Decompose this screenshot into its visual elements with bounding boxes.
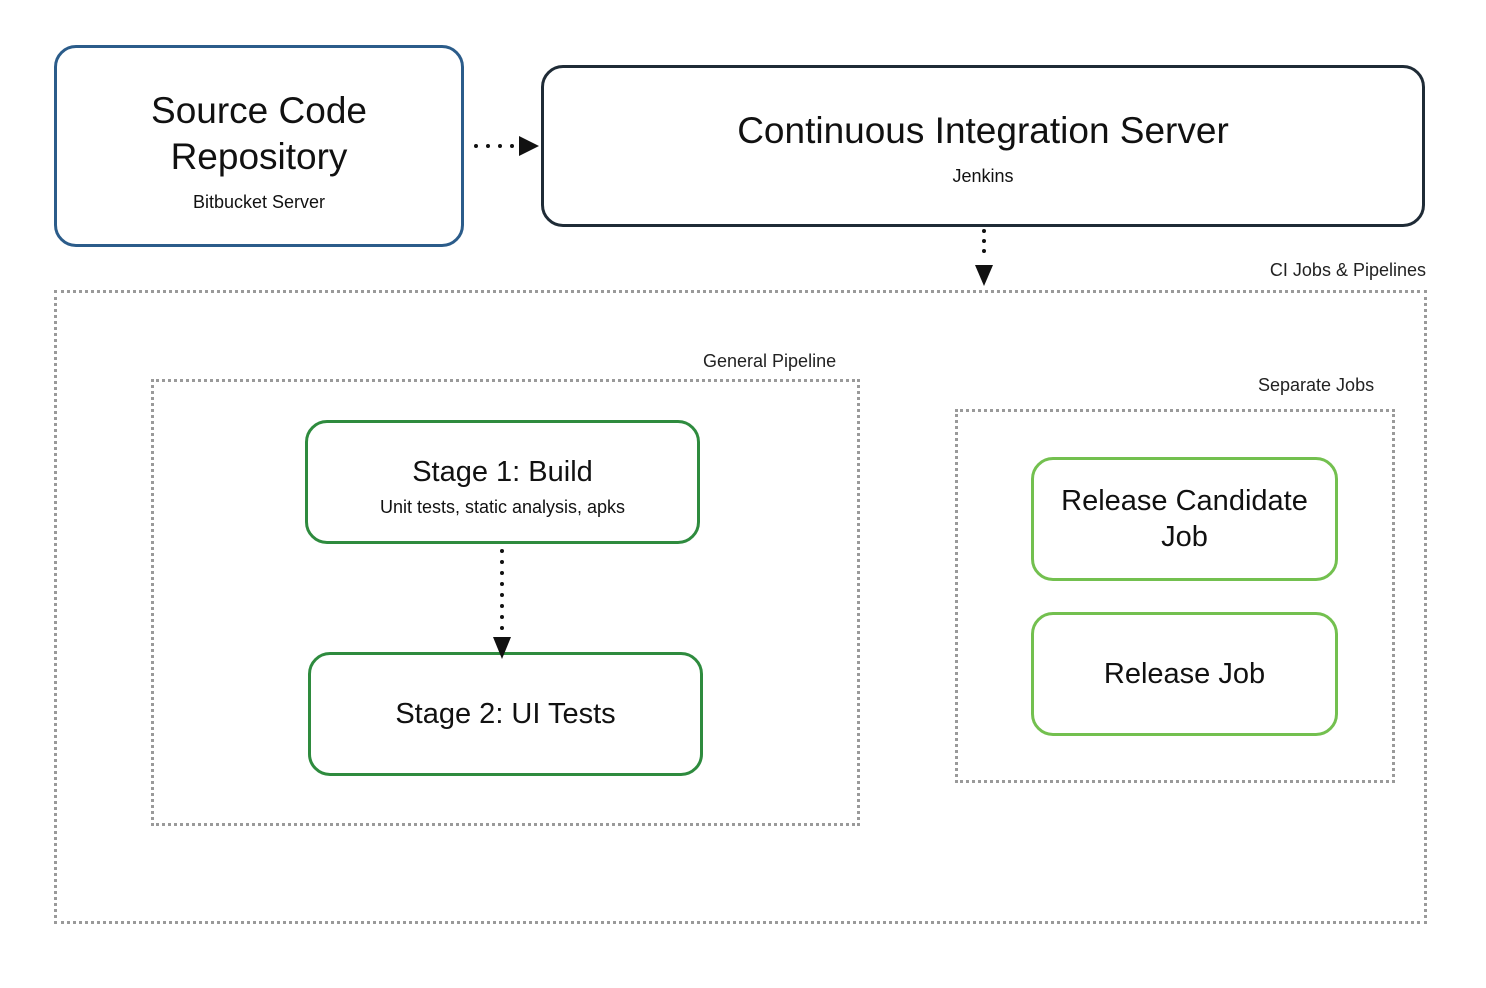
stage2-ui-tests-node[interactable]: Stage 2: UI Tests	[308, 652, 703, 776]
stage1-title: Stage 1: Build	[412, 456, 593, 488]
repo-subtitle: Bitbucket Server	[192, 191, 326, 212]
ci-server-node[interactable]: Continuous Integration Server Jenkins	[541, 65, 1425, 227]
repo-title-line2: Repository	[170, 135, 348, 177]
stage1-subtitle: Unit tests, static analysis, apks	[379, 497, 626, 517]
ci-server-subtitle: Jenkins	[952, 165, 1014, 186]
repo-title: Source Code Repository	[151, 88, 367, 180]
release-candidate-job-line1: Release Candidate	[1061, 485, 1308, 517]
release-candidate-job-node[interactable]: Release Candidate Job	[1031, 457, 1338, 581]
ci-server-title: Continuous Integration Server	[737, 109, 1229, 151]
repo-title-line1: Source Code	[151, 89, 367, 131]
release-job-title: Release Job	[1103, 658, 1266, 690]
separate-jobs-group	[955, 409, 1395, 783]
ci-jobs-pipelines-label: CI Jobs & Pipelines	[1269, 260, 1426, 280]
general-pipeline-group	[151, 379, 860, 826]
separate-jobs-label: Separate Jobs	[1258, 375, 1375, 395]
source-code-repository-node[interactable]: Source Code Repository Bitbucket Server	[54, 45, 464, 247]
repo-to-ci-arrow	[474, 136, 539, 156]
release-candidate-job-title: Release Candidate Job	[1047, 483, 1322, 555]
release-candidate-job-line2: Job	[1161, 521, 1208, 553]
ci-jobs-pipelines-group	[54, 290, 1427, 924]
stage1-build-node[interactable]: Stage 1: Build Unit tests, static analys…	[305, 420, 700, 544]
release-job-node[interactable]: Release Job	[1031, 612, 1338, 736]
ci-to-jobs-arrow	[975, 229, 993, 286]
stage2-title: Stage 2: UI Tests	[395, 697, 616, 730]
general-pipeline-label: General Pipeline	[703, 351, 837, 371]
